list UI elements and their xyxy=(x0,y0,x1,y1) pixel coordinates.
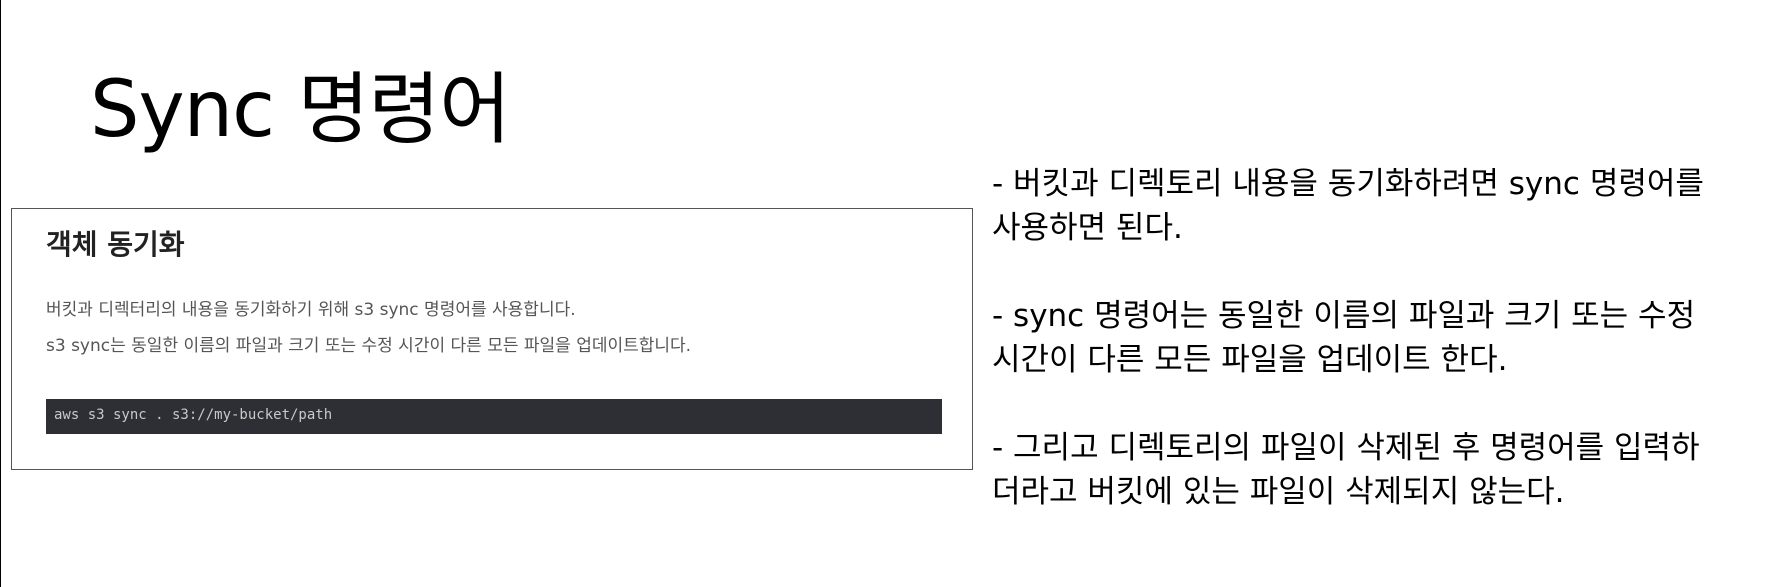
code-block: aws s3 sync . s3://my-bucket/path xyxy=(46,399,942,434)
note-item: - 그리고 디렉토리의 파일이 삭제된 후 명령어를 입력하더라고 버킷에 있는… xyxy=(992,430,1700,510)
doc-paragraph-2: s3 sync는 동일한 이름의 파일과 크기 또는 수정 시간이 다른 모든 … xyxy=(46,336,692,356)
slide-left-border xyxy=(0,0,1,587)
doc-paragraph-1: 버킷과 디렉터리의 내용을 동기화하기 위해 s3 sync 명령어를 사용합니… xyxy=(46,300,576,320)
documentation-screenshot: 객체 동기화 버킷과 디렉터리의 내용을 동기화하기 위해 s3 sync 명령… xyxy=(11,208,973,470)
doc-heading: 객체 동기화 xyxy=(46,228,185,261)
slide-title: Sync 명령어 xyxy=(90,65,511,155)
note-item: - 버킷과 디렉토리 내용을 동기화하려면 sync 명령어를 사용하면 된다. xyxy=(992,166,1704,246)
notes-list: - 버킷과 디렉토리 내용을 동기화하려면 sync 명령어를 사용하면 된다.… xyxy=(992,162,1712,558)
note-item: - sync 명령어는 동일한 이름의 파일과 크기 또는 수정 시간이 다른 … xyxy=(992,298,1696,378)
